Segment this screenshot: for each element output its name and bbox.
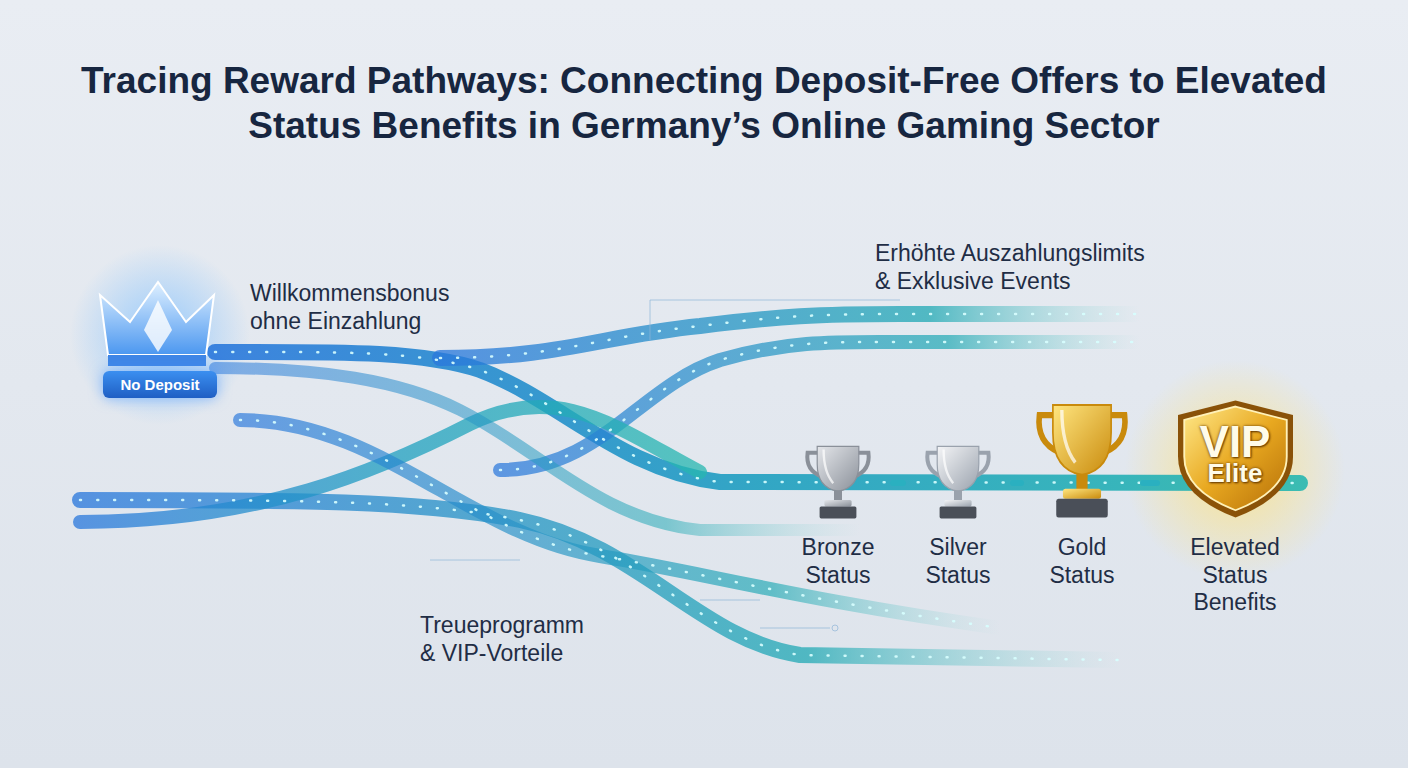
status-trophy: Gold Status [1021,395,1143,589]
offer-badge: No Deposit [103,371,217,398]
diagram-title: Tracing Reward Pathways: Connecting Depo… [44,58,1364,148]
status-caption: Bronze Status [790,534,886,589]
status-caption: Elevated Status Benefits [1159,534,1311,617]
trophy-icon [918,440,998,520]
pathway-label: Erhöhte Auszahlungslimits & Exklusive Ev… [875,240,1153,295]
shield-subtitle: Elite [1173,460,1298,486]
vip-shield: VIPEliteElevated Status Benefits [1157,398,1313,617]
status-trophy: Silver Status [903,440,1013,589]
status-trophy: Bronze Status [783,440,893,589]
badge-text: No Deposit [111,376,209,393]
trophy-icon [1026,395,1138,520]
status-caption: Gold Status [1034,534,1130,589]
status-connector [1143,480,1157,486]
status-connector [893,480,903,486]
status-caption: Silver Status [910,534,1006,589]
shield-title: VIP [1173,420,1298,464]
trophy-icon [798,440,878,520]
pathway-label: Willkommensbonus ohne Einzahlung [250,280,482,335]
crown-icon [100,282,214,366]
pathway-label: Treueprogramm & VIP-Vorteile [420,612,592,667]
status-connector [1013,480,1021,486]
